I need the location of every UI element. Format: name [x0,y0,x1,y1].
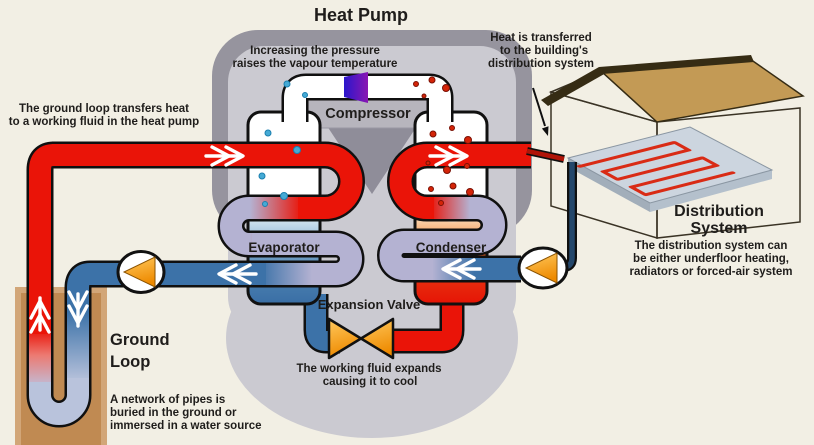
ground-note-line2: to a working fluid in the heat pump [9,116,199,128]
ground-loop-pump-icon [116,250,166,294]
flow-arrows [29,145,482,334]
refrigerant-pipe-cold [306,294,340,351]
compressor-note-line2: raises the vapour temperature [233,58,398,70]
water-pipes [29,144,531,425]
house-note-line2: to the building's [500,45,588,57]
valve-note-line2: causing it to cool [323,376,418,388]
page-title: Heat Pump [314,5,408,25]
ground-desc-line3: immersed in a water source [110,420,261,432]
distribution-desc-line1: The distribution system can [635,240,788,252]
ground-desc-line1: A network of pipes is [110,394,225,406]
arrow-down-icon [67,290,89,328]
house-note-arrow [532,87,549,136]
valve-note-line1: The working fluid expands [296,363,441,375]
distribution-desc-line3: radiators or forced-air system [630,266,793,278]
ground-desc-line2: buried in the ground or [110,407,237,419]
house-note-line3: distribution system [488,58,594,70]
ground-note-line1: The ground loop transfers heat [19,103,189,115]
compressor-icon [344,72,368,103]
floor-slab-edge [568,158,650,212]
distribution-pump-icon [517,246,569,290]
house-note-line1: Heat is transferred [490,32,592,44]
roof-ridge [599,55,754,74]
housing-vee [327,126,417,194]
refrigerant-pipe-hot [384,294,462,351]
compressor-label: Compressor [325,106,411,122]
hot-vapour-dots [413,76,474,206]
floor-coil [576,141,736,197]
arrow-left-icon [441,258,482,280]
compressor-note-line1: Increasing the pressure [250,45,380,57]
distribution-label-line2: System [691,220,748,237]
house [541,55,805,240]
distribution-desc-line2: be either underfloor heating, [633,253,789,265]
arrow-right-icon [428,145,469,167]
expansion-valve-icon [327,317,395,360]
roof-fascia [541,67,606,106]
cool-vapour-dots [258,80,308,207]
evaporator-label: Evaporator [248,240,320,255]
ground-loop-label-line2: Loop [110,353,150,371]
distribution-label-line1: Distribution [674,203,764,220]
arrow-left-icon [217,263,258,285]
floor-slab-edge [650,170,772,212]
house-supply-pipe [526,147,565,163]
arrow-up-icon [29,296,51,334]
ground-loop-label-line1: Ground [110,331,170,349]
arrow-right-icon [204,145,245,167]
condenser-label: Condenser [416,240,487,255]
expansion-valve-label: Expansion Valve [318,297,421,312]
